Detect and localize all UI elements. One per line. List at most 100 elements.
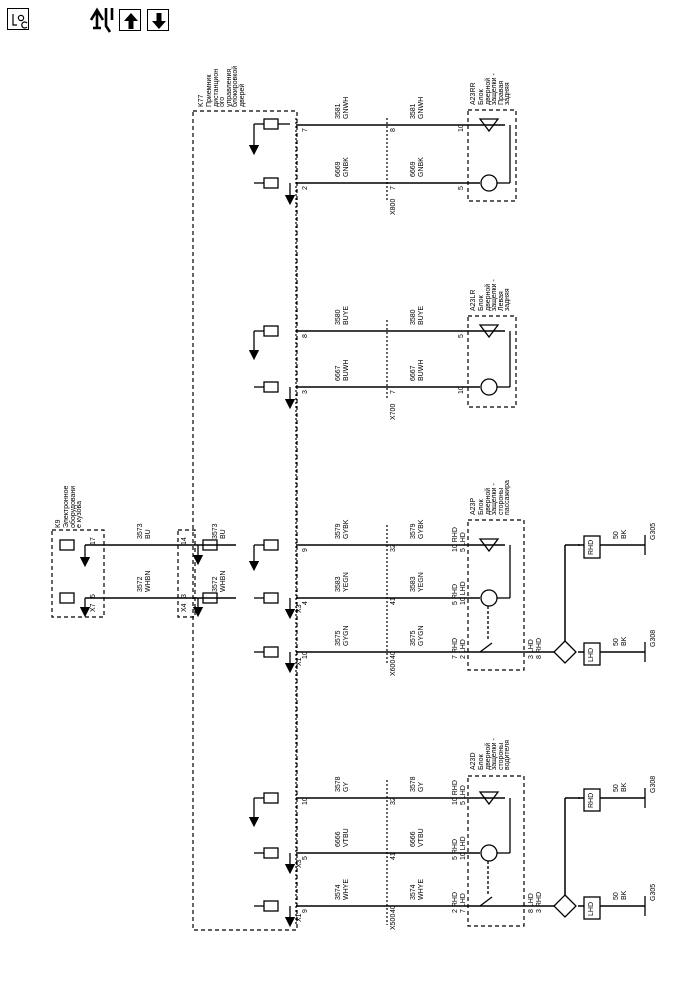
- wire-number: 3583: [335, 576, 342, 592]
- wire-color: GYGN: [343, 625, 350, 646]
- connector-x800: X800: [390, 198, 397, 215]
- pin-p41: 41: [390, 852, 397, 860]
- wire-number: 50: [613, 784, 620, 792]
- connector-x7: X7: [90, 603, 97, 612]
- pin-p8: 8: [390, 128, 397, 132]
- ground-g308: G308: [650, 629, 657, 647]
- pin-p5_lhd: 5 LHD: [460, 532, 467, 552]
- wire-color: WHBN: [220, 570, 227, 592]
- pin-p2_rhd: 2 RHD: [452, 891, 459, 913]
- wire-color: BK: [621, 782, 628, 792]
- wire-number: 3580: [410, 309, 417, 325]
- k9-module-box: [51, 529, 105, 618]
- pin-p7: 7: [390, 186, 397, 190]
- pin-p5: 5: [302, 856, 309, 860]
- wire-color: VTBU: [343, 828, 350, 847]
- k77-desc: блокировкой: [232, 65, 239, 107]
- wire-color: WHYE: [418, 879, 425, 900]
- pin-p41: 41: [390, 597, 397, 605]
- option-lhd: LHD: [588, 647, 595, 662]
- wire-number: 3580: [335, 309, 342, 325]
- pin-p3: 3: [181, 594, 188, 598]
- k77-desc: дверей: [238, 83, 246, 107]
- pin-p14: 14: [181, 537, 188, 545]
- connector-x1: X1: [296, 913, 303, 922]
- k77-module-box: [192, 110, 298, 931]
- wire-number: 3575: [410, 630, 417, 646]
- toolbar: [0, 0, 700, 44]
- wire-number: 3574: [335, 884, 342, 900]
- a23lr-module-box: [467, 315, 517, 408]
- pin-p32: 32: [390, 544, 397, 552]
- a23rr-desc: защелки -: [491, 73, 498, 105]
- pin-p7_rhd: 7 RHD: [452, 637, 459, 659]
- wire-color: BUWH: [343, 359, 350, 381]
- wire-color: BU: [145, 529, 152, 539]
- wire-number: 3579: [410, 523, 417, 539]
- arrow-up-button[interactable]: [119, 9, 141, 31]
- wire-number: 3574: [410, 884, 417, 900]
- pin-p10: 10: [458, 386, 465, 394]
- pin-p10_lhd: 10 LHD: [460, 836, 467, 860]
- wire-number: 50: [613, 531, 620, 539]
- a23p-desc: пассажира: [504, 480, 511, 515]
- a23p-desc: защелки -: [491, 483, 498, 515]
- pin-p5_rhd: 5 RHD: [452, 583, 459, 605]
- a23rr-id: A23RR: [470, 82, 477, 105]
- x4-connector-box: [177, 529, 196, 618]
- wire-number: 3572: [212, 576, 219, 592]
- navigate-circuit-icon[interactable]: [88, 6, 118, 34]
- wire-number: 6667: [335, 365, 342, 381]
- k77-desc: ого: [219, 96, 226, 107]
- a23rr-desc: Блок: [478, 89, 485, 105]
- connector-x3: X3: [296, 604, 303, 613]
- wire-color: WHBN: [145, 570, 152, 592]
- wire-number: 6666: [335, 831, 342, 847]
- wire-number: 3581: [335, 103, 342, 119]
- connector-x700: X700: [390, 403, 397, 420]
- connector-x3: X3: [296, 859, 303, 868]
- wire-number: 3583: [410, 576, 417, 592]
- location-icon[interactable]: [7, 8, 29, 30]
- wire-number: 50: [613, 638, 620, 646]
- wire-number: 3579: [335, 523, 342, 539]
- pin-p5: 5: [458, 186, 465, 190]
- wire-color: BUYE: [418, 305, 425, 325]
- pin-p5_lhd: 5 LHD: [460, 785, 467, 805]
- pin-p8_lhd: 8 LHD: [528, 893, 535, 913]
- pin-p5: 5: [458, 334, 465, 338]
- a23p-desc: Блок: [478, 499, 485, 515]
- a23p-id: A23P: [470, 497, 477, 515]
- arrow-up-icon: [124, 13, 138, 29]
- pin-p10: 10: [302, 651, 309, 659]
- wire-number: 6666: [410, 831, 417, 847]
- wire-number: 6667: [410, 365, 417, 381]
- a23rr-module-box: [467, 109, 517, 202]
- wire-color: GNWH: [418, 96, 425, 119]
- k77-id: K77: [198, 94, 205, 107]
- components: [59, 118, 646, 928]
- a23p-module-box: [467, 519, 525, 671]
- wire-color: BUYE: [343, 305, 350, 325]
- wire-color: BK: [621, 529, 628, 539]
- wire-color: VTBU: [418, 828, 425, 847]
- wire-color: GNWH: [343, 96, 350, 119]
- wire-number: 3578: [410, 776, 417, 792]
- pin-p10_rhd: 10 RHD: [452, 780, 459, 805]
- a23d-id: A23D: [470, 752, 477, 770]
- option-lhd: LHD: [588, 901, 595, 916]
- arrow-down-button[interactable]: [147, 9, 169, 31]
- wire-number: 6669: [335, 161, 342, 177]
- wire-color: WHYE: [343, 879, 350, 900]
- option-rhd: RHD: [588, 792, 595, 808]
- wire-color: GY: [418, 781, 425, 792]
- pin-p8: 8: [302, 334, 309, 338]
- pin-p4: 4: [302, 601, 309, 605]
- pin-p2_lhd: 2 LHD: [460, 639, 467, 659]
- option-rhd: RHD: [588, 539, 595, 555]
- wire-color: YEGN: [343, 572, 350, 592]
- wire-color: YEGN: [418, 572, 425, 592]
- wire-number: 3575: [335, 630, 342, 646]
- pin-p7_lhd: 7 LHD: [460, 893, 467, 913]
